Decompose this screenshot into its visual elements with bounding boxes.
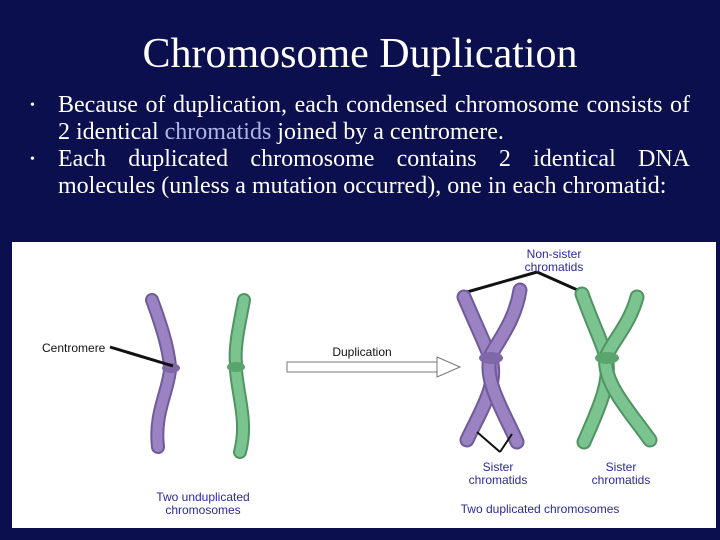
unduplicated-purple-chromosome (152, 300, 180, 447)
bullet-2: • Each duplicated chromosome contains 2 … (30, 146, 690, 200)
duplication-label: Duplication (322, 346, 402, 359)
duplicated-caption: Two duplicated chromosomes (442, 503, 638, 516)
sister-chromatids-right-label: Sister chromatids (582, 461, 660, 487)
duplicated-green-chromosome (582, 294, 650, 442)
bullet-list: • Because of duplication, each condensed… (30, 92, 690, 200)
duplicated-purple-chromosome (464, 290, 520, 442)
bullet-dot: • (30, 92, 35, 119)
unduplicated-green-chromosome (227, 300, 245, 452)
bullet-1-highlight: chromatids (165, 119, 272, 145)
bullet-1-text-end: joined by a centromere. (271, 119, 504, 145)
slide-title: Chromosome Duplication (0, 30, 720, 78)
chromosome-figure: Non-sister chromatids Centromere Duplica… (12, 242, 716, 528)
sister-pointer-left-a (477, 432, 500, 452)
non-sister-chromatids-label: Non-sister chromatids (502, 248, 606, 274)
non-sister-line-right (537, 272, 582, 292)
centromere-label: Centromere (42, 342, 122, 355)
duplication-arrow (287, 357, 460, 377)
bullet-1: • Because of duplication, each condensed… (30, 92, 690, 146)
bullet-dot: • (30, 146, 35, 173)
bullet-2-text: Each duplicated chromosome contains 2 id… (58, 146, 690, 199)
sister-chromatids-left-label: Sister chromatids (462, 461, 534, 487)
unduplicated-caption: Two unduplicated chromosomes (142, 491, 264, 517)
